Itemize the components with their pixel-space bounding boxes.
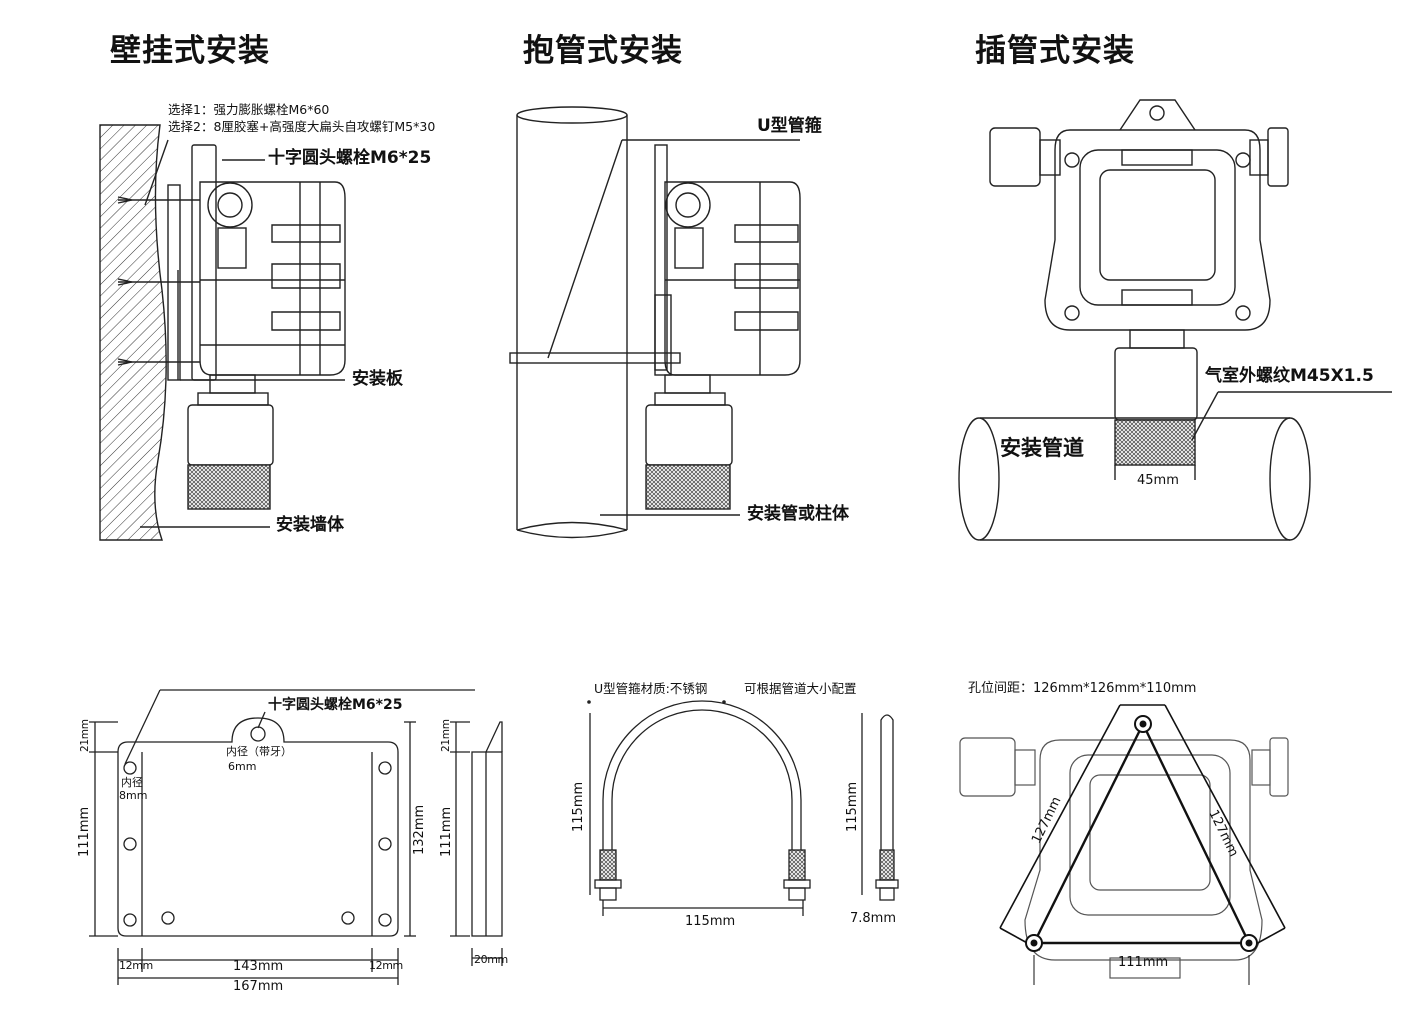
dim-143mm: 143mm <box>233 959 284 974</box>
tab-hole-label-a: 内径（带牙） <box>226 745 292 758</box>
hole-spacing-title: 孔位间距：126mm*126mm*110mm <box>968 681 1197 696</box>
install-pipe-label: 安装管道 <box>1000 436 1084 460</box>
plate-screw-label: 十字圆头螺栓M6*25 <box>268 697 403 713</box>
bullet-dot <box>587 700 591 704</box>
hole-bottom-dim: 111mm <box>1118 955 1169 970</box>
u-clamp-figure <box>589 700 899 916</box>
dim-21mm-side: 21mm <box>440 719 452 752</box>
u-clamp-config-note: 可根据管道大小配置 <box>744 681 857 696</box>
u-clamp-label: U型管箍 <box>757 116 822 136</box>
wall-screw-label: 十字圆头螺栓M6*25 <box>268 148 432 168</box>
dim-167mm: 167mm <box>233 979 284 994</box>
dim-111mm-side: 111mm <box>439 806 454 857</box>
pipe-insert-figure <box>958 99 1392 541</box>
dim-132mm: 132mm <box>412 804 427 855</box>
bullet-dot <box>722 700 726 704</box>
title-wall-mount: 壁挂式安装 <box>110 33 270 69</box>
thread-width-dim: 45mm <box>1137 473 1179 488</box>
plate-drawing-figure <box>89 689 503 985</box>
dim-21mm-left: 21mm <box>79 719 91 752</box>
pipe-hold-figure <box>509 106 801 539</box>
side-hole-label-b: 8mm <box>119 789 148 802</box>
side-hole-label-a: 内径 <box>121 776 143 789</box>
u-clamp-thickness-dim: 7.8mm <box>850 911 897 926</box>
u-clamp-side-height-dim: 115mm <box>845 781 860 832</box>
title-pipe-insert: 插管式安装 <box>975 33 1135 69</box>
dim-12mm-right: 12mm <box>369 959 403 972</box>
wall-mount-figure <box>99 124 346 541</box>
u-clamp-material: U型管箍材质:不锈钢 <box>594 681 708 696</box>
title-pipe-hold: 抱管式安装 <box>523 33 683 69</box>
pipe-label: 安装管或柱体 <box>747 504 849 524</box>
dim-111mm-left: 111mm <box>77 806 92 857</box>
wall-option-1: 选择1：强力膨胀螺栓M6*60 <box>168 102 330 117</box>
tab-hole-label-b: 6mm <box>228 760 257 773</box>
thread-spec-label: 气室外螺纹M45X1.5 <box>1205 366 1374 386</box>
wall-body-label: 安装墙体 <box>276 515 344 535</box>
u-clamp-height-dim: 115mm <box>571 781 586 832</box>
wall-plate-label: 安装板 <box>352 369 403 389</box>
wall-option-2: 选择2：8厘胶塞+高强度大扁头自攻螺钉M5*30 <box>168 119 436 134</box>
dim-12mm-left: 12mm <box>119 959 153 972</box>
dim-20mm: 20mm <box>474 953 508 966</box>
u-clamp-width-dim: 115mm <box>685 914 736 929</box>
